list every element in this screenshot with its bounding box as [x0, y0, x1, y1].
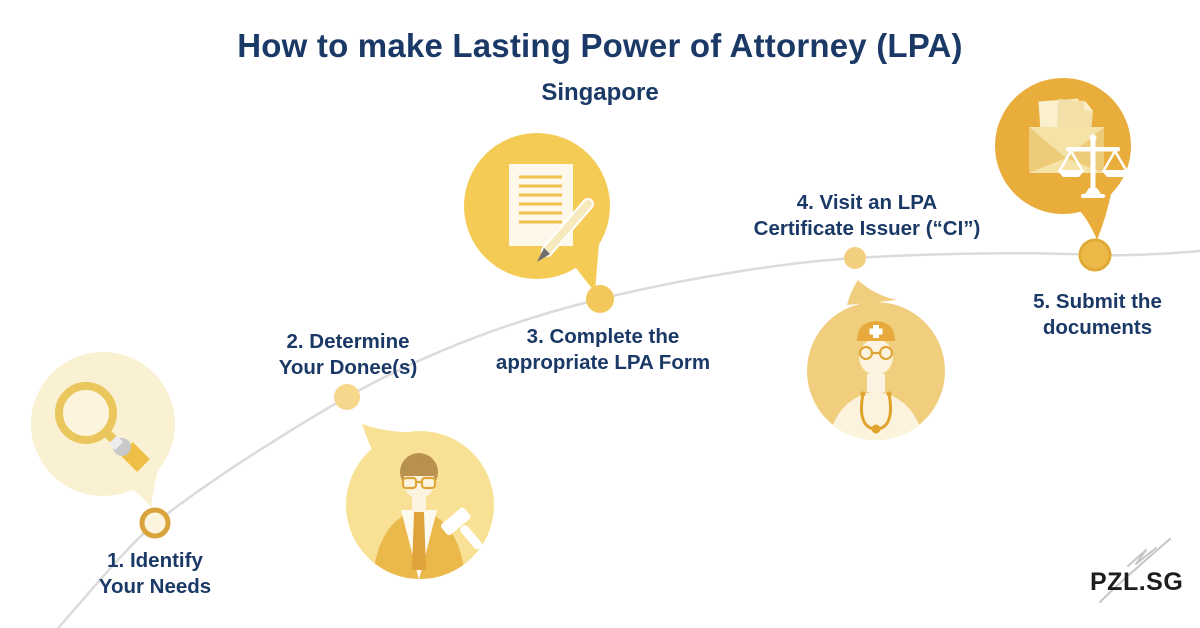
magnifier-icon [55, 382, 150, 472]
lawyer-icon [372, 453, 482, 579]
step4-bubble [807, 280, 945, 440]
step3-bubble [464, 133, 610, 292]
step1-label: 1. Identify Your Needs [98, 549, 212, 598]
gavel [441, 507, 482, 550]
doctor-icon [828, 321, 924, 440]
page-subtitle: Singapore [541, 79, 659, 106]
step3-node [586, 285, 614, 313]
signature-swoosh-icon [1099, 538, 1171, 603]
scales-of-justice [1057, 134, 1129, 198]
document-pencil-icon [509, 164, 594, 262]
step2-bubble [346, 424, 494, 579]
step2-label: 2. Determine Your Donee(s) [278, 330, 418, 379]
step2-node [334, 384, 360, 410]
envelope-scales-icon [1029, 98, 1129, 198]
step1-node [139, 507, 171, 539]
step4-label: 4. Visit an LPA Certificate Issuer (“CI”… [753, 191, 981, 240]
step4-node [844, 247, 866, 269]
step5-bubble [995, 78, 1131, 240]
step5-label: 5. Submit the documents [1033, 290, 1162, 339]
step3-label: 3. Complete the appropriate LPA Form [495, 325, 711, 374]
step1-bubble [31, 352, 175, 508]
page-title: How to make Lasting Power of Attorney (L… [237, 27, 963, 64]
step5-node [1078, 238, 1112, 272]
brand-logo: PZL.SG [1090, 568, 1184, 596]
